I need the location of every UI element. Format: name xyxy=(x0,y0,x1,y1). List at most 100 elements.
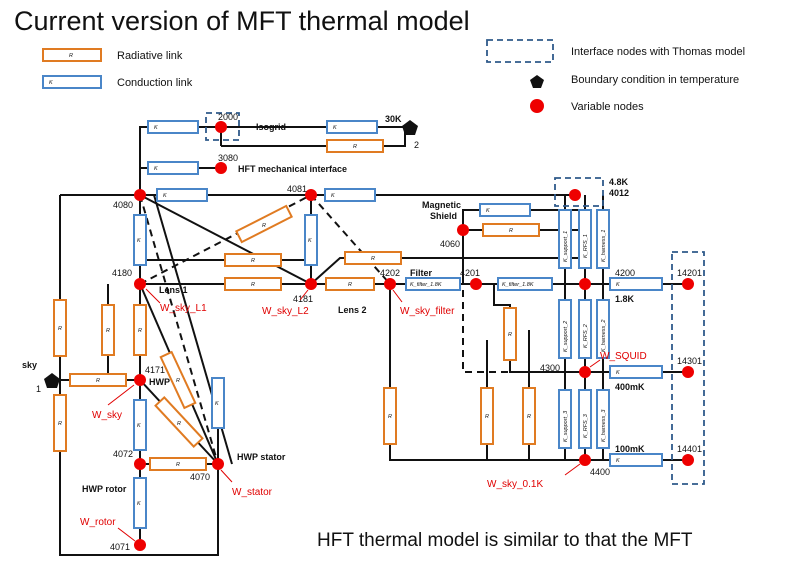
node-4200 xyxy=(579,278,591,290)
rad-link-4181-4202-text: R xyxy=(348,282,352,288)
cond-link-shield xyxy=(479,203,531,217)
legend-conduction-label: Conduction link xyxy=(117,77,193,89)
legend-boundary-pentagon-icon xyxy=(530,75,544,88)
cond-link-stator-text: K xyxy=(215,401,219,407)
interface-box-4012 xyxy=(554,177,604,207)
rad-link-bus-2-text: R xyxy=(485,414,489,420)
rad-link-sky-upper xyxy=(53,299,67,357)
cond-link-rfs-3 xyxy=(578,389,592,449)
rad-link-filter-400mk xyxy=(503,307,517,361)
legend-variable-label: Variable nodes xyxy=(571,101,644,113)
label-4060: 4060 xyxy=(440,239,460,249)
boundary-node-30k xyxy=(402,120,418,135)
cond-link-harness-2-text: K_harness_2 xyxy=(601,320,607,352)
label-4201: 4201 xyxy=(460,268,480,278)
radiative-links: R R R R R R R R R R R R R R R R R R R xyxy=(53,139,540,471)
rad-link-filter-400mk-text: R xyxy=(508,332,512,338)
legend-radiative-swatch xyxy=(42,48,102,62)
legend: R Radiative link K Conduction link Inter… xyxy=(42,39,745,113)
cond-link-14301-text: K xyxy=(616,370,620,376)
label-3080: 3080 xyxy=(218,153,238,163)
cond-link-14201-text: K xyxy=(616,282,620,288)
label-400mk: 400mK xyxy=(615,382,645,392)
node-numbers: 2000 3080 4080 4081 4180 4181 4202 4201 … xyxy=(36,112,702,552)
load-w-stator: W_stator xyxy=(232,487,273,498)
cond-link-hwp-4072-text: K xyxy=(137,423,141,429)
label-4202: 4202 xyxy=(380,268,400,278)
interface-box-right xyxy=(671,251,705,485)
cond-link-harness-1 xyxy=(596,209,610,269)
rad-link-4180-hwp-text: R xyxy=(138,328,142,334)
label-4-8k: 4.8K xyxy=(609,177,629,187)
conduction-links: K K K K K K K K K_filter_1.8K K_filter_1… xyxy=(133,120,663,529)
label-filter: Filter xyxy=(410,268,433,278)
label-1-8k: 1.8K xyxy=(615,294,635,304)
arrow-w-squid xyxy=(589,359,601,368)
page-title: Current version of MFT thermal model xyxy=(14,6,470,36)
rad-link-4180-4181-a xyxy=(224,253,282,267)
node-4400 xyxy=(579,454,591,466)
cond-link-support-3 xyxy=(558,389,572,449)
rad-link-4181-18k xyxy=(344,251,402,265)
rad-link-sky-lower xyxy=(53,394,67,452)
legend-boundary-label: Boundary condition in temperature xyxy=(571,74,739,86)
node-4081 xyxy=(305,189,317,201)
label-hwp-stator: HWP stator xyxy=(237,452,286,462)
cond-link-hwp-4072 xyxy=(133,399,147,451)
arrow-w-sky xyxy=(107,384,135,406)
label-2000: 2000 xyxy=(218,112,238,122)
rad-link-sky-hwp-text: R xyxy=(96,378,100,384)
node-4181 xyxy=(305,278,317,290)
rad-link-4180-stator xyxy=(159,350,197,410)
node-14201 xyxy=(682,278,694,290)
cond-link-stator xyxy=(211,377,225,429)
load-w-sky: W_sky xyxy=(92,410,122,421)
cond-link-4080-4081-text: K xyxy=(163,193,167,199)
load-w-sky-l2: W_sky_L2 xyxy=(262,306,309,317)
rad-link-shield-text: R xyxy=(509,228,513,234)
label-2: 2 xyxy=(414,140,419,150)
cond-link-4080-4180-text: K xyxy=(137,238,141,244)
node-4300 xyxy=(579,366,591,378)
label-isogrid: Isogrid xyxy=(256,122,286,132)
wire-left-outer xyxy=(59,195,219,556)
label-shield: Shield xyxy=(430,211,457,221)
legend-conduction-swatch xyxy=(42,75,102,89)
label-4300: 4300 xyxy=(540,363,560,373)
cond-link-filter-b xyxy=(497,277,553,291)
cond-link-14201 xyxy=(609,277,663,291)
rad-link-shield xyxy=(482,223,540,237)
label-4200: 4200 xyxy=(615,268,635,278)
rad-link-4181-18k-text: R xyxy=(371,256,375,262)
label-4171: 4171 xyxy=(145,365,165,375)
label-hwp: HWP xyxy=(149,377,170,387)
label-30k: 30K xyxy=(385,114,402,124)
cond-link-4072-rotor-text: K xyxy=(137,501,141,507)
rad-link-30k-text: R xyxy=(353,144,357,150)
arrow-w-stator xyxy=(220,469,233,483)
node-4060 xyxy=(457,224,469,236)
label-100mk: 100mK xyxy=(615,444,645,454)
label-14201: 14201 xyxy=(677,268,702,278)
rad-link-left-mid-text: R xyxy=(106,328,110,334)
cond-link-rfs-2 xyxy=(578,299,592,359)
load-w-sky-l1: W_sky_L1 xyxy=(160,303,207,314)
cond-link-4080-4180 xyxy=(133,214,147,266)
node-4070 xyxy=(212,458,224,470)
heat-loads: W_sky_L1 W_sky_L2 W_sky_filter W_SQUID W… xyxy=(80,288,647,542)
label-sky: sky xyxy=(22,360,37,370)
rad-link-4180-4181-b xyxy=(224,277,282,291)
label-lens2: Lens 2 xyxy=(338,305,367,315)
wire-4081-4202-dash xyxy=(310,194,391,285)
cond-link-shield-text: K xyxy=(486,208,490,214)
cond-link-rfs-2-text: K_RFS_2 xyxy=(583,324,589,348)
node-14401 xyxy=(682,454,694,466)
node-4201 xyxy=(470,278,482,290)
node-3080 xyxy=(215,162,227,174)
wire-4181-18k-upper xyxy=(310,257,585,285)
label-4080: 4080 xyxy=(113,200,133,210)
cond-link-support-1-text: K_support_1 xyxy=(563,231,569,262)
interface-boxes xyxy=(205,112,705,485)
cond-link-filter-a xyxy=(405,277,461,291)
